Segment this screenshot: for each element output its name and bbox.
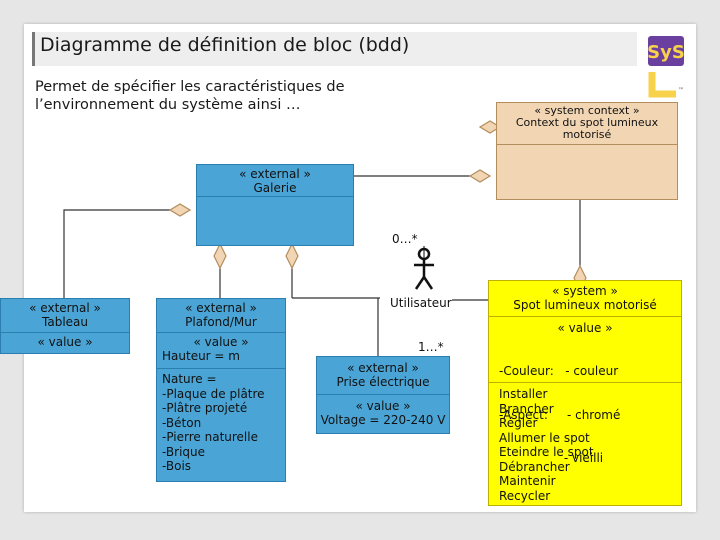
- plafond-nature-list: Nature = -Plaque de plâtre -Plâtre proje…: [157, 369, 285, 477]
- spot-value-header: « value »: [557, 321, 613, 335]
- svg-text:SyS: SyS: [647, 42, 685, 63]
- plafond-value-header: « value »: [193, 335, 249, 349]
- operation-item: Débrancher: [499, 459, 570, 474]
- nature-line: -Brique: [162, 444, 206, 459]
- multiplicity-galerie-user: 0…*: [392, 232, 418, 246]
- spot-value-line: -Couleur: - couleur: [499, 364, 619, 378]
- galerie-stereotype: « external »: [239, 167, 311, 181]
- spot-block: « system » Spot lumineux motorisé « valu…: [488, 280, 682, 506]
- nature-line: -Plâtre projeté: [162, 401, 248, 415]
- plafond-stereotype: « external »: [185, 301, 257, 315]
- title-bar: [32, 32, 637, 66]
- nature-line: Nature =: [162, 372, 217, 386]
- nature-line: -Pierre naturelle: [162, 430, 258, 444]
- user-actor-icon: [414, 247, 434, 290]
- nature-line: -Béton: [162, 415, 202, 430]
- multiplicity-user-prise: 1…*: [418, 340, 444, 354]
- page-subtitle: Permet de spécifier les caractéristiques…: [35, 79, 345, 113]
- prise-stereotype: « external »: [347, 361, 419, 375]
- page-title: Diagramme de définition de bloc (bdd): [40, 34, 410, 56]
- svg-text:™: ™: [678, 87, 684, 94]
- plafond-height-value: Hauteur = m: [162, 349, 240, 363]
- prise-value-header: « value »: [355, 399, 411, 413]
- galerie-block: « external » Galerie: [196, 164, 354, 246]
- operation-item: Brancher: [499, 401, 554, 416]
- nature-line: -Plaque de plâtre: [162, 386, 265, 401]
- tableau-value-header: « value »: [37, 335, 93, 349]
- operation-item: Recycler: [499, 488, 551, 503]
- galerie-name: Galerie: [253, 181, 297, 195]
- nature-line: -Bois: [162, 459, 192, 473]
- spot-value-line: - vieilli: [499, 451, 604, 465]
- tableau-block: « external » Tableau « value »: [0, 298, 130, 354]
- prise-name: Prise électrique: [336, 375, 430, 389]
- system-context-block: « system context » Context du spot lumin…: [496, 102, 678, 200]
- spot-stereotype: « system »: [552, 284, 618, 298]
- sysml-logo: SyS ™: [647, 36, 685, 98]
- prise-voltage-value: Voltage = 220-240 V: [320, 413, 446, 427]
- operation-item: Eteindre le spot: [499, 445, 594, 459]
- operation-item: Maintenir: [499, 474, 556, 488]
- prise-block: « external » Prise électrique « value » …: [316, 356, 450, 434]
- tableau-name: Tableau: [42, 315, 88, 329]
- operation-item: Régler: [499, 416, 538, 430]
- tableau-stereotype: « external »: [29, 301, 101, 315]
- plafond-name: Plafond/Mur: [185, 315, 257, 329]
- actor-label: Utilisateur: [390, 296, 452, 310]
- plafond-block: « external » Plafond/Mur « value » Haute…: [156, 298, 286, 482]
- operation-item: Allumer le spot: [499, 430, 590, 445]
- system-context-name: Context du spot lumineux motorisé: [515, 116, 659, 141]
- spot-value-line: -Aspect: - chromé: [499, 407, 621, 422]
- system-context-stereotype: « system context »: [534, 104, 640, 117]
- spot-operations-list: Installer Brancher Régler Allumer le spo…: [489, 383, 681, 507]
- operation-item: Installer: [499, 387, 548, 401]
- spot-name: Spot lumineux motorisé: [513, 298, 657, 312]
